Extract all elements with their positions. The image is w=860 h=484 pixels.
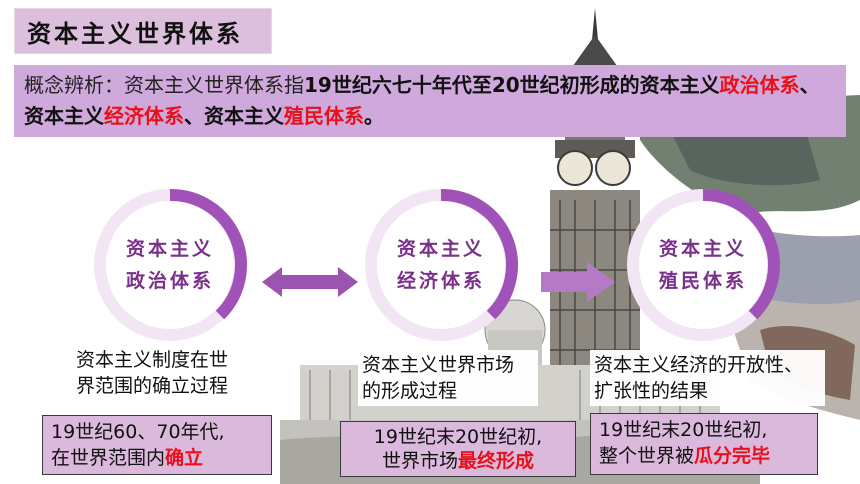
political-system-label-line1: 资本主义 [125,238,214,260]
colonial-note-line1: 19世纪末20世纪初, [599,419,768,441]
concept-economic-system: 经济体系 [104,104,184,128]
concept-separator-2: 、资本主义 [184,104,284,128]
political-note-line1: 19世纪60、70年代, [51,421,225,443]
colonial-description-line1: 资本主义经济的开放性、 [594,354,804,376]
colonial-system-note: 19世纪末20世纪初, 整个世界被瓜分完毕 [590,413,818,475]
economic-note-line2: 世界市场 [381,450,458,472]
economic-system-description: 资本主义世界市场 的形成过程 [358,350,538,406]
concept-lead: 概念辨析：资本主义世界体系指 [24,73,304,97]
colonial-system-circle: 资本主义 殖民体系 [625,187,781,343]
concept-definition-box: 概念辨析：资本主义世界体系指19世纪六七十年代至20世纪初形成的资本主义政治体系… [14,65,846,137]
double-arrow-icon [262,267,358,297]
political-system-description: 资本主义制度在世 界范围的确立过程 [72,345,262,401]
colonial-note-highlight: 瓜分完毕 [694,445,771,467]
colonial-description-line2: 扩张性的结果 [594,380,709,402]
political-system-label-line2: 政治体系 [125,270,214,292]
concept-colonial-system: 殖民体系 [284,104,364,128]
concept-political-system: 政治体系 [719,73,800,97]
colonial-note-line2: 整个世界被 [599,445,695,467]
concept-end: 。 [364,104,384,128]
page-title: 资本主义世界体系 [27,18,243,48]
political-description-line1: 资本主义制度在世 [76,349,229,371]
title-banner: 资本主义世界体系 [14,8,272,54]
political-note-highlight: 确立 [165,447,204,469]
colonial-system-label-line2: 殖民体系 [658,270,747,292]
economic-description-line1: 资本主义世界市场 [362,354,515,376]
political-system-note: 19世纪60、70年代, 在世界范围内确立 [42,415,272,475]
economic-system-note: 19世纪末20世纪初, 世界市场最终形成 [340,421,576,477]
political-system-circle: 资本主义 政治体系 [92,187,248,343]
economic-note-line1: 19世纪末20世纪初, [373,426,543,448]
concept-period: 19世纪六七十年代至20世纪初形成的资本主义 [304,73,720,97]
political-note-line2: 在世界范围内 [51,447,166,469]
political-description-line2: 界范围的确立过程 [76,375,229,397]
economic-note-highlight: 最终形成 [458,450,535,472]
economic-system-label-line2: 经济体系 [396,270,485,292]
colonial-system-description: 资本主义经济的开放性、 扩张性的结果 [590,350,825,406]
economic-system-label-line1: 资本主义 [396,238,485,260]
economic-description-line2: 的形成过程 [362,380,458,402]
right-arrow-icon [541,262,615,302]
colonial-system-label-line1: 资本主义 [658,238,747,260]
economic-system-circle: 资本主义 经济体系 [363,187,519,343]
concept-separator-1: 、资本主义 [24,73,820,128]
